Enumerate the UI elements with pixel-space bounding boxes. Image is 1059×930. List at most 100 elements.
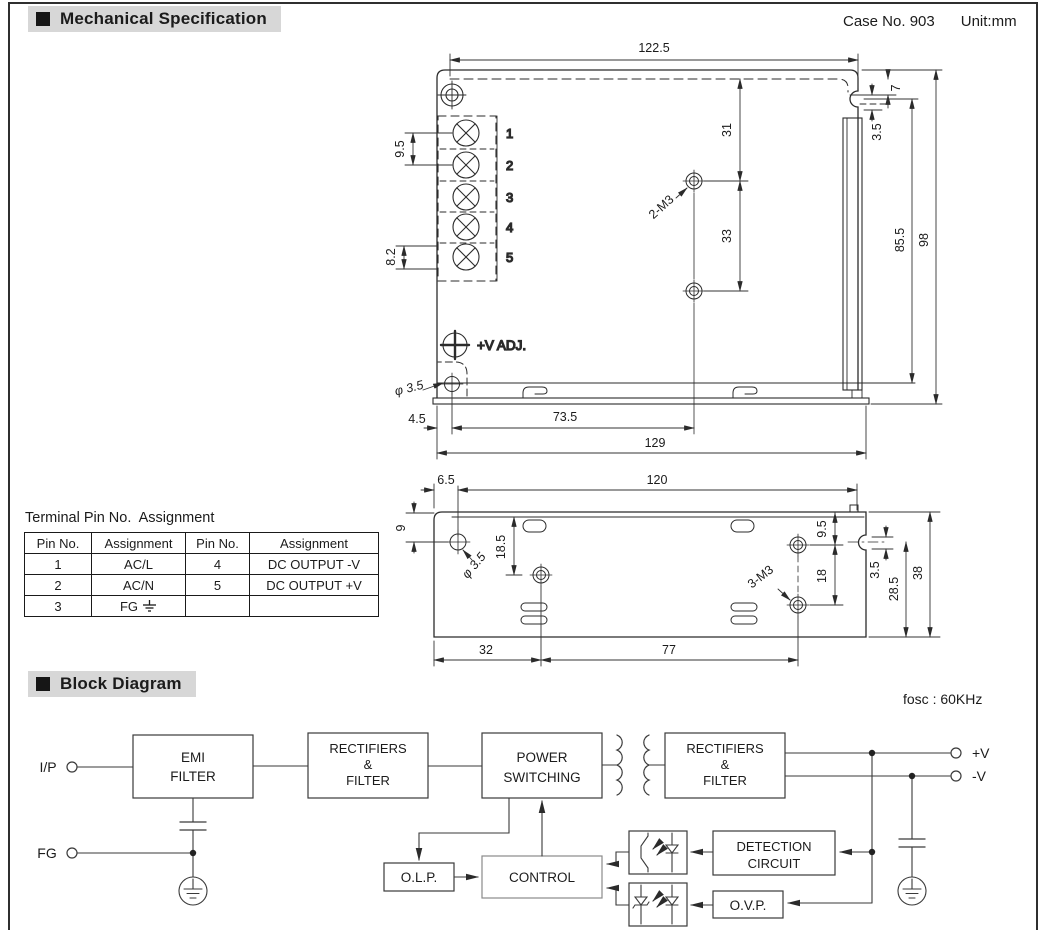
rect2-label-1: RECTIFIERS xyxy=(686,741,764,756)
top-view-drawing: 1 2 3 4 5 +V ADJ. xyxy=(384,41,943,460)
input-terminal-icon xyxy=(66,761,78,773)
control-label: CONTROL xyxy=(509,870,575,885)
fg-terminal-label: FG xyxy=(37,845,56,861)
dim-73-5: 73.5 xyxy=(553,410,577,424)
emi-filter-label-1: EMI xyxy=(181,750,205,765)
ovp-label: O.V.P. xyxy=(730,898,767,913)
dim-38: 38 xyxy=(911,566,925,580)
dim-32: 32 xyxy=(479,643,493,657)
rect2-label-2: & xyxy=(721,757,730,772)
page-border-right xyxy=(1036,2,1038,930)
callout-dia-3-5: φ 3.5 xyxy=(459,550,488,581)
pin-number-1: 1 xyxy=(506,126,513,141)
case-outline xyxy=(433,511,867,638)
pin-number-2: 2 xyxy=(506,158,513,173)
dim-85-5: 85.5 xyxy=(893,228,907,252)
olp-label: O.L.P. xyxy=(401,870,438,885)
terminal-screw-icon xyxy=(452,183,480,211)
header-pin-no-right: Pin No. xyxy=(185,532,250,554)
block-diagram-title: Block Diagram xyxy=(60,674,182,693)
fosc-label: fosc : 60KHz xyxy=(903,691,983,707)
power-switching-box xyxy=(481,732,603,799)
detection-label-2: CIRCUIT xyxy=(748,856,801,871)
chassis-foot xyxy=(522,386,758,399)
output-capacitor-icon xyxy=(898,838,926,848)
assignment-cell-fg: FG xyxy=(91,595,186,617)
table-row: 2 AC/N 5 DC OUTPUT +V xyxy=(24,574,379,596)
mechanical-spec-title: Mechanical Specification xyxy=(60,9,267,28)
vadj-label: +V ADJ. xyxy=(477,338,526,353)
input-terminal-label: I/P xyxy=(39,759,56,775)
optocoupler-symbol xyxy=(640,832,680,873)
dim-9-5: 9.5 xyxy=(393,140,407,157)
case-outline xyxy=(436,69,859,399)
dim-98: 98 xyxy=(917,233,931,247)
table-header-row: Pin No. Assignment Pin No. Assignment xyxy=(24,532,379,554)
callout-dia-3-5: φ 3.5 xyxy=(393,378,425,399)
assignment-cell xyxy=(249,595,379,617)
vminus-terminal-icon xyxy=(950,770,962,782)
earth-ground-icon xyxy=(178,876,208,906)
dim-8-2: 8.2 xyxy=(384,248,398,265)
block-diagram-header: Block Diagram xyxy=(28,671,196,697)
terminal-block xyxy=(437,115,498,282)
side-view-drawing: 6.5 120 9 18.5 9.5 18 3.5 28.5 38 32 77 … xyxy=(394,473,941,667)
dim-18: 18 xyxy=(815,569,829,583)
m3-hole-icon xyxy=(786,593,810,617)
unit-label: Unit:mm xyxy=(960,13,1017,30)
fg-label: FG xyxy=(119,598,139,614)
dim-3-5: 3.5 xyxy=(870,123,884,140)
dim-18-5: 18.5 xyxy=(494,535,508,559)
dim-9: 9 xyxy=(394,524,408,531)
section-square-icon xyxy=(36,677,50,691)
power-switching-label-1: POWER xyxy=(516,750,567,765)
y-capacitor-icon xyxy=(179,821,207,831)
rect1-label-1: RECTIFIERS xyxy=(329,741,407,756)
dim-3-5-right: 3.5 xyxy=(868,561,882,578)
terminal-pin-table: Pin No. Assignment Pin No. Assignment 1 … xyxy=(24,532,379,617)
pin-cell: 3 xyxy=(24,595,92,617)
wires xyxy=(76,752,951,909)
vplus-terminal-icon xyxy=(950,747,962,759)
rect1-label-2: & xyxy=(364,757,373,772)
terminal-screw-icon xyxy=(452,213,480,241)
fg-terminal-icon xyxy=(66,847,78,859)
transformer-icon xyxy=(615,734,651,796)
dim-122-5: 122.5 xyxy=(638,41,669,55)
dim-33: 33 xyxy=(720,229,734,243)
m3-hole-icon xyxy=(682,279,706,303)
junction-dots xyxy=(189,749,916,857)
earth-ground-icon xyxy=(143,599,157,612)
terminal-table-title: Terminal Pin No. Assignment xyxy=(25,510,215,526)
emi-filter-label-2: FILTER xyxy=(170,769,216,784)
vent-slots xyxy=(520,519,758,625)
top-view-dimensions xyxy=(395,53,943,460)
right-slot-bar xyxy=(842,117,863,391)
rect1-label-3: FILTER xyxy=(346,773,390,788)
vplus-terminal-label: +V xyxy=(972,745,990,761)
m3-hole-icon xyxy=(529,563,553,587)
emi-filter-box xyxy=(132,734,254,799)
callout-2-m3: 2-M3 xyxy=(646,192,677,221)
dim-28-5: 28.5 xyxy=(887,577,901,601)
terminal-screw-icon xyxy=(452,243,480,271)
page-border-left xyxy=(8,2,10,930)
terminal-screw-icon xyxy=(452,119,480,147)
m3-hole-icon xyxy=(786,533,810,557)
dim-6-5: 6.5 xyxy=(437,473,454,487)
bottom-flange xyxy=(432,397,870,405)
mounting-hole-icon xyxy=(440,372,464,396)
pin-number-4: 4 xyxy=(506,220,513,235)
side-view-dimensions xyxy=(405,483,941,667)
dim-129: 129 xyxy=(645,436,666,450)
dim-9-5-right: 9.5 xyxy=(815,520,829,537)
dim-31: 31 xyxy=(720,123,734,137)
detection-circuit-box xyxy=(712,830,836,876)
section-square-icon xyxy=(36,12,50,26)
pin-number-3: 3 xyxy=(506,190,513,205)
dim-4-5: 4.5 xyxy=(408,412,425,426)
terminal-screw-icon xyxy=(452,151,480,179)
